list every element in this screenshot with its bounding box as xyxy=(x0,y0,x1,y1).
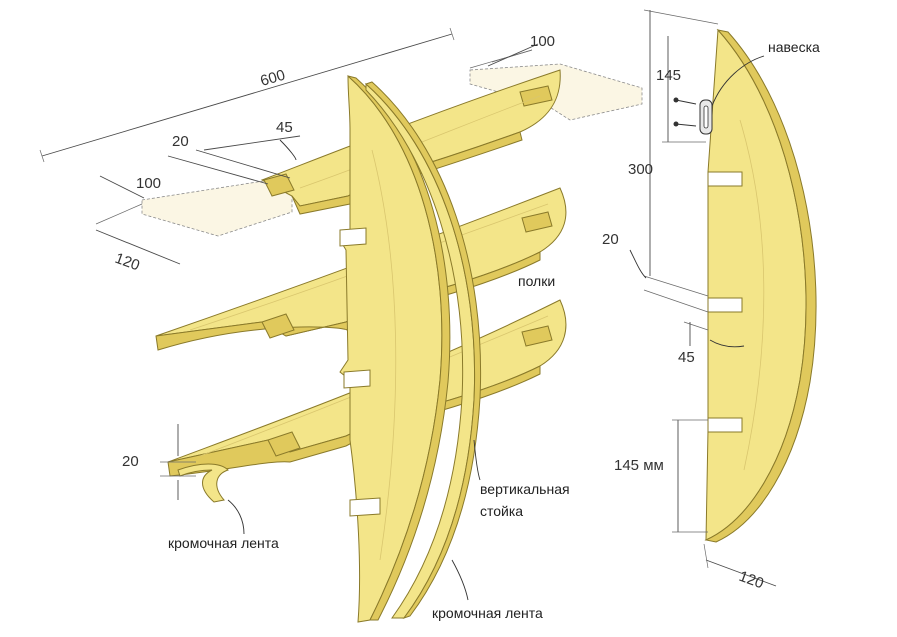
middle-shelf-notch-left xyxy=(261,313,295,339)
top-shelf-notch xyxy=(263,173,295,197)
right-post-edge xyxy=(704,29,817,543)
dim-45-top: 45 xyxy=(276,119,293,136)
long-edge-tape xyxy=(365,81,482,619)
right-post-notch-2 xyxy=(707,297,743,313)
dim-145-top: 145 xyxy=(656,67,681,84)
left-post-notch-2 xyxy=(343,369,371,389)
dim-20-right: 20 xyxy=(602,231,619,248)
label-edge-tape-left: кромочная лента xyxy=(168,535,279,551)
bottom-shelf-notch-right xyxy=(521,325,553,347)
top-shelf-notch-right xyxy=(519,85,553,107)
label-vertical-post-1: вертикальная xyxy=(480,481,570,497)
dimension-lines-left xyxy=(39,27,539,500)
bottom-shelf-notch-left xyxy=(267,431,301,457)
label-leaders xyxy=(227,55,765,601)
dim-20-bottom: 20 xyxy=(122,453,139,470)
middle-shelf-notch-right xyxy=(521,211,553,233)
left-post-notch-3 xyxy=(349,497,381,517)
dim-145-mm: 145 мм xyxy=(614,457,664,474)
dim-600: 600 xyxy=(258,67,287,90)
dim-300: 300 xyxy=(628,161,653,178)
screw-icon xyxy=(673,97,697,127)
left-post-notch-1 xyxy=(339,227,367,247)
top-shelf-blank-left xyxy=(141,179,293,237)
right-vertical-post xyxy=(673,28,817,543)
label-hanger: навеска xyxy=(768,39,820,55)
dimension-lines-right xyxy=(629,9,777,587)
dim-100-left: 100 xyxy=(136,175,161,192)
dim-100-top: 100 xyxy=(530,33,555,50)
dim-120-left: 120 xyxy=(113,250,142,275)
label-edge-tape-bottom: кромочная лента xyxy=(432,605,543,621)
dim-45-right: 45 xyxy=(678,349,695,366)
right-post-notch-1 xyxy=(707,171,743,187)
dim-120-bottom: 120 xyxy=(737,568,766,593)
label-vertical-post-2: стойка xyxy=(480,503,523,519)
left-vertical-post xyxy=(339,74,451,623)
dim-20-top: 20 xyxy=(172,133,189,150)
right-post-body xyxy=(705,28,807,541)
right-post-notch-3 xyxy=(707,417,743,433)
left-post-side xyxy=(347,75,451,621)
label-shelves: полки xyxy=(518,273,555,289)
bottom-shelf-edge-tape xyxy=(177,463,229,503)
